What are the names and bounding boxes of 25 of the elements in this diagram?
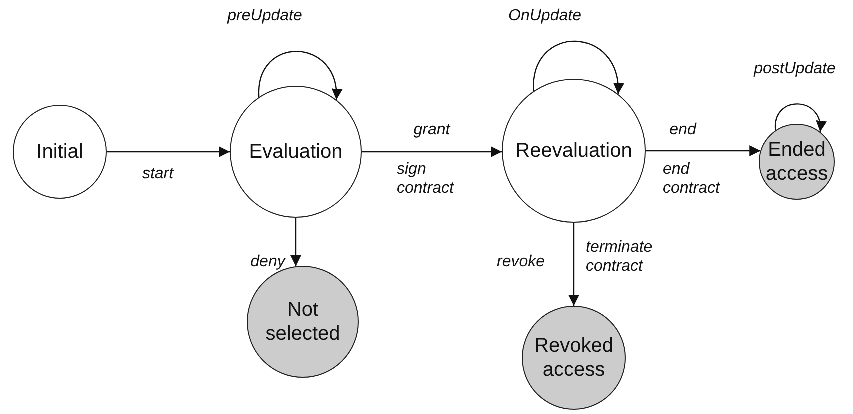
transition-note: end contract <box>663 160 722 198</box>
edge-label: postUpdate <box>754 59 836 79</box>
edge-label: end <box>670 120 696 140</box>
state-name: Ended access <box>764 138 830 186</box>
transition-note: terminate contract <box>586 238 654 276</box>
edge-label: OnUpdate <box>508 6 582 26</box>
edge-label: start <box>142 164 174 184</box>
state-name: Reevaluation <box>514 139 634 163</box>
arrow <box>646 146 761 156</box>
edge-label: revoke <box>496 252 546 272</box>
arrow <box>533 40 624 94</box>
arrow <box>775 104 826 132</box>
arrow <box>258 51 342 100</box>
state-name: Initial <box>36 140 84 164</box>
edge-label: preUpdate <box>228 6 302 26</box>
state-name: Revoked access <box>534 334 614 382</box>
edge-label: grant <box>414 120 450 140</box>
state-name: Evaluation <box>248 140 344 164</box>
transition-note: sign contract <box>397 160 456 198</box>
state-name: Not selected <box>264 298 342 346</box>
arrow <box>290 218 302 266</box>
arrow <box>362 146 502 158</box>
arrow <box>107 146 230 158</box>
edge-label: deny <box>250 252 286 272</box>
arrow <box>568 223 580 306</box>
